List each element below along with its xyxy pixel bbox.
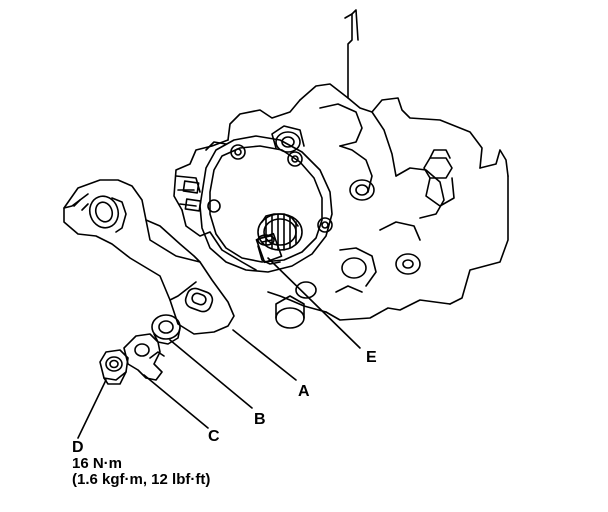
leader-line-a [232,329,297,381]
torque-imperial: (1.6 kgf·m, 12 lbf·ft) [72,471,211,488]
callout-e: E [366,349,377,366]
leader-line-b [169,339,253,409]
callout-d: D [72,439,84,456]
callout-b: B [254,411,266,428]
washer [151,314,181,345]
torque-metric: 16 N·m [72,455,123,472]
shift-shaft [255,213,303,265]
leader-line-c [143,374,209,429]
transmission-housing [173,9,509,329]
leader-line-e [267,257,361,349]
leader-line-d [77,379,107,439]
lock-plate [123,333,165,381]
callout-a: A [298,383,310,400]
callout-c: C [208,428,220,445]
hex-nut [99,349,129,385]
shift-lever [63,179,235,335]
